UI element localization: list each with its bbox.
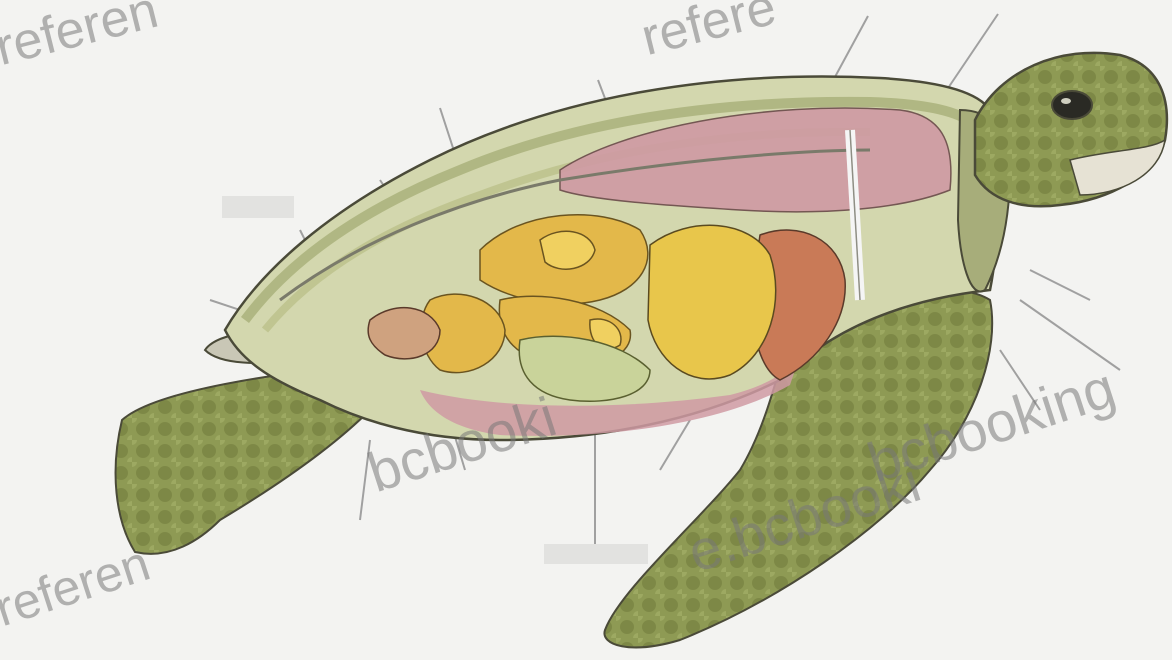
leader-line <box>1000 350 1040 410</box>
leader-line <box>660 420 690 470</box>
label-box <box>222 196 294 218</box>
eye <box>1052 91 1092 119</box>
head <box>975 53 1167 206</box>
leader-line <box>360 440 370 520</box>
label-box <box>544 544 648 564</box>
leader-line <box>1030 270 1090 300</box>
eye-highlight <box>1061 98 1071 104</box>
bladder <box>368 308 440 359</box>
leader-line <box>1020 300 1120 370</box>
